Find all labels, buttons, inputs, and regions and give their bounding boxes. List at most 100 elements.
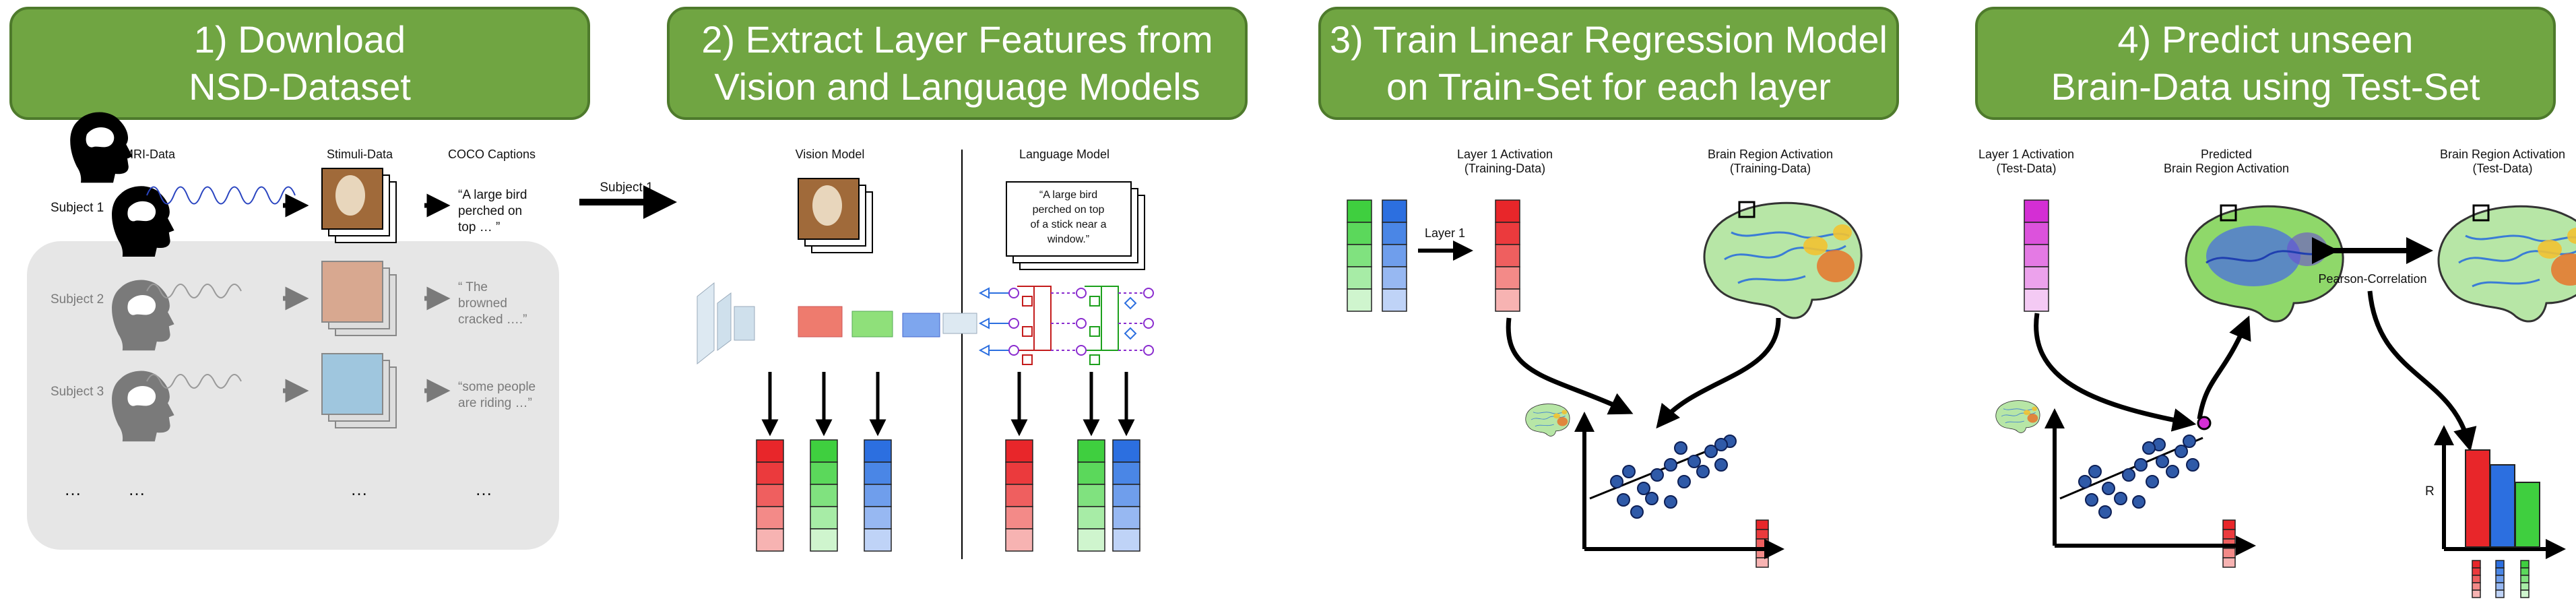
- legend-blue-stack-cell: [2495, 582, 2505, 591]
- p4-layer-header-line2: (Test-Data): [1996, 162, 2056, 175]
- fmri-signal-3: [146, 374, 242, 389]
- language-caption-line1: “A large bird: [1039, 189, 1097, 201]
- p3-train-green-stack-cell: [1347, 266, 1372, 290]
- r-bar-red: [2465, 449, 2490, 548]
- p3-small-red-stack-cell: [1756, 557, 1769, 568]
- vision-layer-green-stack-cell: [810, 506, 838, 530]
- p3-curve-left: [1506, 317, 1634, 415]
- p4-brain-header-line1: Brain Region Activation: [2440, 148, 2565, 161]
- banner-train: 3) Train Linear Regression Model on Trai…: [1318, 7, 1899, 120]
- fmri-signal-2: [146, 284, 242, 298]
- p3-layer1-red-stack-cell: [1495, 222, 1520, 245]
- legend-blue-stack-cell: [2495, 575, 2505, 583]
- p4-regression-plot: [2044, 408, 2256, 556]
- legend-green-stack-cell: [2520, 560, 2530, 569]
- scatter-point: [2134, 458, 2148, 472]
- vision-layer-red-stack-cell: [756, 461, 784, 485]
- caption-3-line2: are riding …”: [458, 396, 532, 410]
- language-caption-line2: perched on top: [1033, 204, 1105, 216]
- language-layer-blue-stack-cell: [1112, 484, 1140, 507]
- legend-blue-stack-cell: [2495, 560, 2505, 569]
- subject-1-label: Subject 1: [51, 201, 104, 215]
- legend-green-stack-cell: [2520, 582, 2530, 591]
- p3-train-green-stack-cell: [1347, 244, 1372, 267]
- scatter-point: [2132, 495, 2146, 509]
- language-layer-red-stack-cell: [1005, 484, 1033, 507]
- fmri-signal-1: [146, 186, 296, 205]
- head-icon: [70, 112, 133, 183]
- feature-extraction-arrows: [761, 372, 1135, 437]
- p4-brain-header-line2: (Test-Data): [2472, 162, 2532, 175]
- caption-1-line2: perched on: [458, 204, 522, 218]
- scatter-point: [2166, 465, 2179, 478]
- p4-curve-to-correlation: [2367, 290, 2477, 452]
- scatter-point: [1696, 465, 1710, 478]
- language-layer-blue-stack: [1112, 439, 1140, 552]
- vision-layer-blue-stack: [864, 439, 892, 552]
- scatter-point: [1714, 438, 1728, 451]
- p3-brain-header-line2: (Training-Data): [1730, 162, 1811, 175]
- small-brain-icon: [1995, 400, 2040, 433]
- legend-red-stack: [2472, 560, 2481, 598]
- caption-2-line2: browned: [458, 296, 507, 311]
- r-bar-green: [2515, 482, 2540, 548]
- language-layer-blue-stack-cell: [1112, 528, 1140, 552]
- scatter-point: [1664, 458, 1677, 472]
- scatter-point: [1617, 493, 1630, 507]
- legend-red-stack-cell: [2472, 582, 2481, 591]
- p4-brain-predicted-icon: [2185, 205, 2344, 323]
- vision-layer-red-stack-cell: [756, 439, 784, 463]
- p4-layer1-magenta-stack: [2024, 199, 2049, 312]
- legend-blue-stack: [2495, 560, 2505, 598]
- banner-predict-line2: Brain-Data using Test-Set: [2051, 65, 2480, 108]
- p3-train-blue-stack-cell: [1382, 199, 1407, 223]
- banner-extract-line1: 2) Extract Layer Features from: [701, 18, 1213, 61]
- language-layer-blue-stack-cell: [1112, 461, 1140, 485]
- vision-layer-red-stack-cell: [756, 506, 784, 530]
- banner-download-line1: 1) Download: [193, 18, 406, 61]
- vision-layer-blue-stack-cell: [864, 461, 892, 485]
- ellipsis: …: [350, 479, 368, 499]
- language-layer-blue-stack-cell: [1112, 439, 1140, 463]
- scatter-point: [1704, 445, 1718, 458]
- cnn-architecture: [697, 282, 977, 365]
- p3-train-green-stack-cell: [1347, 288, 1372, 312]
- roi-marker: [1738, 201, 1756, 218]
- language-caption-line4: window.”: [1047, 234, 1089, 245]
- vision-layer-blue-stack-cell: [864, 528, 892, 552]
- scatter-point: [1664, 495, 1677, 509]
- vision-layer-blue-stack-cell: [864, 439, 892, 463]
- captions-header: COCO Captions: [448, 148, 536, 161]
- p3-train-blue-stack-cell: [1382, 244, 1407, 267]
- ellipsis-row: … … … …: [64, 479, 492, 499]
- p3-curve-right: [1656, 317, 1781, 429]
- caption-2-line3: cracked ….”: [458, 313, 527, 327]
- p4-layer1-magenta-stack-cell: [2024, 288, 2049, 312]
- subject-row-2: Subject 2 “ The browned cracked ….”: [51, 261, 527, 351]
- subject-row-3: Subject 3 “some people are riding …”: [51, 353, 536, 442]
- subject-2-label: Subject 2: [51, 292, 104, 307]
- p4-small-red-stack-cell: [2222, 529, 2236, 540]
- p3-brain-training-icon: [1703, 201, 1863, 319]
- transformer-architecture: [978, 286, 1154, 365]
- food-image-stack: [321, 261, 383, 323]
- p3-train-green-stack-cell: [1347, 199, 1372, 223]
- ellipsis: …: [64, 479, 82, 499]
- ellipsis: …: [475, 479, 492, 499]
- p3-layer-header-line1: Layer 1 Activation: [1457, 148, 1553, 161]
- correlation-label: Pearson-Correlation: [2318, 272, 2426, 286]
- scatter-point: [1645, 492, 1659, 505]
- language-layer-green-stack-cell: [1077, 439, 1105, 463]
- scatter-point: [2146, 475, 2159, 488]
- p3-layer-arrow-label: Layer 1: [1425, 226, 1465, 240]
- subject-1-arrow-label: Subject 1: [600, 181, 653, 195]
- scatter-point: [1622, 465, 1636, 478]
- language-layer-green-stack-cell: [1077, 461, 1105, 485]
- subject-row-1: Subject 1 “A large bird perched on top ……: [51, 112, 527, 257]
- scatter-point: [1637, 482, 1650, 495]
- scatter-point: [2156, 455, 2169, 468]
- p3-train-blue-stack: [1382, 199, 1407, 312]
- scatter-point: [1674, 441, 1687, 455]
